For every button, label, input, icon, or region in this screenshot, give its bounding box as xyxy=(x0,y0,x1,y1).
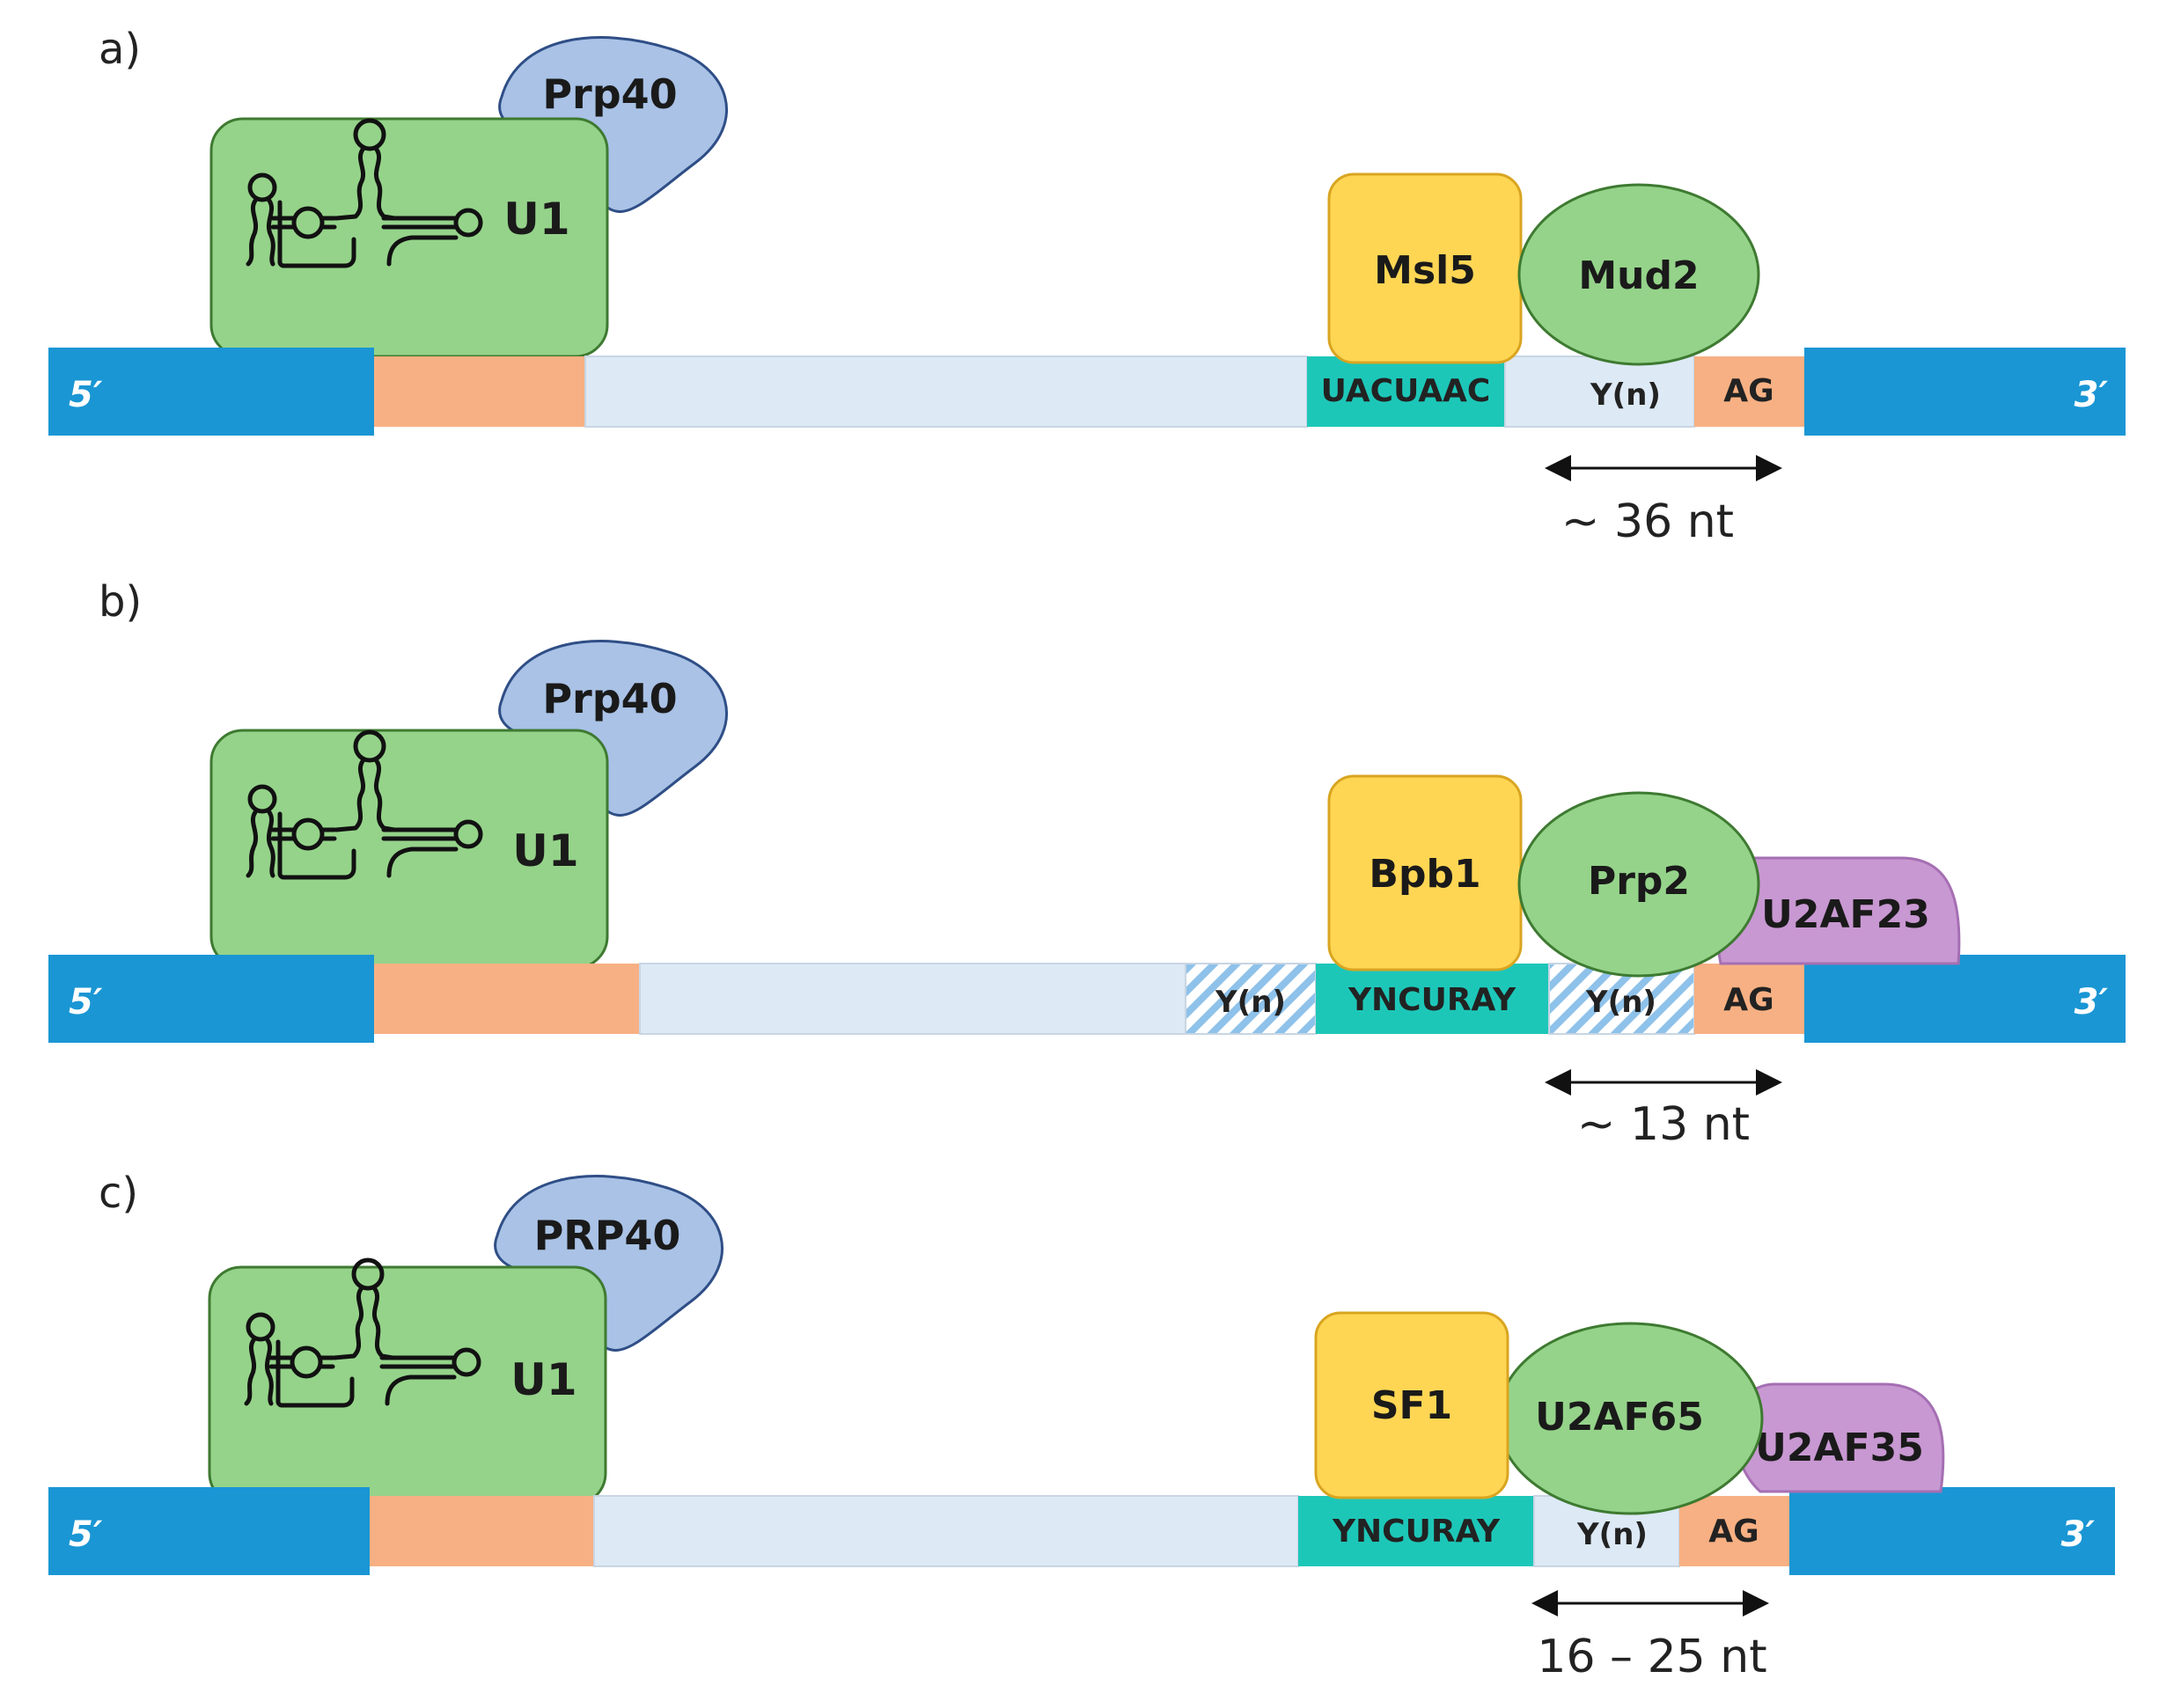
panel-c-label: c) xyxy=(99,1169,138,1218)
three-prime-label: 3′ xyxy=(2075,982,2109,1023)
mud2-label: Mud2 xyxy=(1578,253,1699,298)
branch-site xyxy=(1307,356,1505,427)
exon-3 xyxy=(1804,955,2126,1043)
prp2-label: Prp2 xyxy=(1588,859,1690,904)
polyY-label: Y(n) xyxy=(1585,985,1656,1020)
distance-label: 16 – 25 nt xyxy=(1537,1631,1766,1683)
branch-seq-label: UACUAAC xyxy=(1321,373,1491,409)
pre-mrna: 5′ Y(n) YNCURAY Y(n) AG 3′ xyxy=(48,955,2126,1043)
panel-a: a) Prp40 U1 xyxy=(48,25,2126,548)
polyY-label: Y(n) xyxy=(1590,378,1661,413)
bpb1-label: Bpb1 xyxy=(1369,852,1480,897)
u2af65-protein: U2AF65 xyxy=(1496,1322,1764,1515)
bpb1-protein: Bpb1 xyxy=(1327,774,1523,971)
intron xyxy=(584,356,1308,428)
branch-site xyxy=(1298,1496,1534,1566)
prp40-label: Prp40 xyxy=(542,675,677,722)
branch-seq-label: YNCURAY xyxy=(1332,1514,1501,1550)
sf1-label: SF1 xyxy=(1371,1383,1452,1428)
polypyrimidine-tract xyxy=(1504,356,1695,428)
five-prime-label: 5′ xyxy=(69,1514,103,1555)
u1-rna-icon xyxy=(244,1257,481,1408)
panel-b: b) Prp40 U1 xyxy=(48,577,2126,1151)
ag-site xyxy=(1694,964,1804,1034)
three-prime-label: 3′ xyxy=(2075,375,2109,415)
prp2-protein: Prp2 xyxy=(1517,791,1760,978)
ag-label: AG xyxy=(1723,982,1773,1018)
prp40-protein: PRP40 xyxy=(494,1175,724,1352)
mud2-protein: Mud2 xyxy=(1517,183,1760,366)
intron xyxy=(639,963,1186,1035)
prp40-label: Prp40 xyxy=(542,70,677,118)
five-splice-site xyxy=(374,356,585,427)
five-prime-label: 5′ xyxy=(69,982,103,1023)
five-prime-label: 5′ xyxy=(69,375,103,415)
branch-site xyxy=(1316,964,1549,1034)
ag-label: AG xyxy=(1723,373,1773,409)
distance-label: ~ 13 nt xyxy=(1577,1098,1750,1151)
exon-3 xyxy=(1789,1487,2115,1575)
exon-3 xyxy=(1804,348,2126,436)
exon-5 xyxy=(48,955,374,1043)
intron xyxy=(593,1495,1299,1567)
branch-seq-label: YNCURAY xyxy=(1348,982,1516,1018)
five-splice-site xyxy=(374,964,640,1034)
ag-site xyxy=(1694,356,1804,427)
polyY-upstream xyxy=(1185,963,1317,1035)
exon-5 xyxy=(48,1487,370,1575)
ag-label: AG xyxy=(1708,1514,1759,1550)
panel-a-label: a) xyxy=(99,25,141,74)
msl5-label: Msl5 xyxy=(1374,248,1476,293)
prp40-protein: Prp40 xyxy=(498,640,729,817)
u1-rna-icon xyxy=(246,729,483,880)
u1-label: U1 xyxy=(503,194,569,245)
polyY-upstream-label: Y(n) xyxy=(1215,985,1286,1020)
distance-label: ~ 36 nt xyxy=(1561,495,1734,548)
u2af23-label: U2AF23 xyxy=(1761,892,1930,937)
prp40-label: PRP40 xyxy=(534,1212,681,1259)
three-prime-label: 3′ xyxy=(2061,1514,2096,1555)
five-splice-site xyxy=(370,1496,594,1566)
exon-5 xyxy=(48,348,374,436)
panel-c: c) PRP40 U1 xyxy=(48,1169,2115,1683)
u2af35-protein: U2AF35 xyxy=(1734,1382,1945,1493)
u1-label: U1 xyxy=(512,825,578,876)
sf1-protein: SF1 xyxy=(1314,1311,1509,1499)
polyY-label: Y(n) xyxy=(1576,1517,1648,1552)
u2af35-label: U2AF35 xyxy=(1755,1426,1924,1470)
msl5-protein: Msl5 xyxy=(1327,172,1523,364)
ag-site xyxy=(1679,1496,1789,1566)
u1-snrnp: U1 xyxy=(209,729,609,970)
u1-snrnp: U1 xyxy=(208,1257,607,1506)
u1-label: U1 xyxy=(510,1354,576,1405)
panel-b-label: b) xyxy=(99,577,142,627)
u1-snrnp: U1 xyxy=(209,117,609,358)
u2af65-label: U2AF65 xyxy=(1535,1395,1704,1440)
u2af23-protein: U2AF23 xyxy=(1714,856,1961,965)
u1-rna-icon xyxy=(246,118,483,268)
pre-mrna: 5′ YNCURAY Y(n) AG 3′ xyxy=(48,1487,2115,1575)
pre-mrna: 5′ UACUAAC Y(n) AG 3′ xyxy=(48,348,2126,436)
